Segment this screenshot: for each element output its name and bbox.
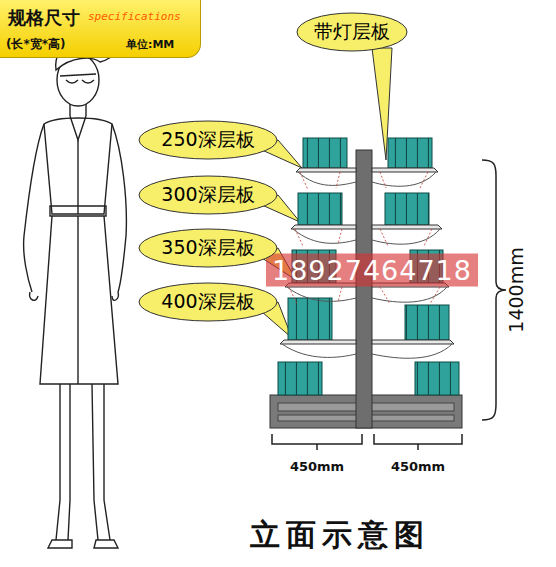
callout-bubble: 400深层板 [138, 282, 278, 322]
callout-text: 400深层板 [161, 289, 254, 315]
callout-ellipse [139, 229, 277, 267]
callout-bubble: 250深层板 [138, 120, 278, 160]
callout-text: 带灯层板 [314, 19, 390, 45]
caption: 立面示意图 [250, 515, 430, 556]
callout-ellipse [297, 13, 407, 51]
callout-text: 350深层板 [161, 235, 254, 261]
spec-text: 单位:MM [126, 37, 174, 52]
callout-bubble: 350深层板 [138, 228, 278, 268]
spec-box: 规格尺寸 specifications (长*宽*高) 单位:MM [0, 0, 201, 58]
callout-ellipse [139, 121, 277, 159]
watermark: 18927464718 [266, 254, 478, 287]
woman-figure [24, 40, 127, 548]
spec-text: (长*宽*高) [6, 36, 66, 53]
dimension-label: 450mm [391, 459, 445, 474]
dimension-label: 450mm [290, 459, 344, 474]
callout-ellipse [139, 283, 277, 321]
callout-ellipse [139, 176, 277, 214]
spec-text: specifications [88, 10, 181, 23]
spec-heading: 规格尺寸 [8, 6, 80, 30]
callout-text: 300深层板 [161, 182, 254, 208]
dimension-bracket [272, 160, 506, 450]
callout-bubble: 带灯层板 [296, 12, 408, 52]
callout-text: 250深层板 [161, 127, 254, 153]
dimension-label: 1400mm [505, 247, 527, 332]
callout-bubble: 300深层板 [138, 175, 278, 215]
